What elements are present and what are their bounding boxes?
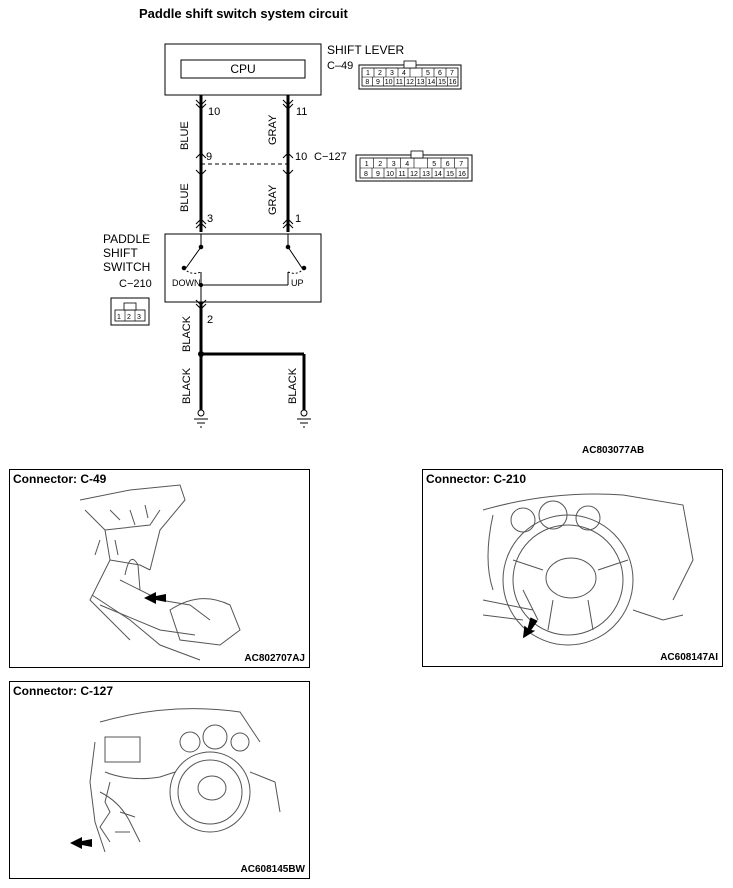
connector-pin-number: 3 xyxy=(392,161,396,168)
pin-2: 2 xyxy=(207,314,213,326)
connector-pin-number: 3 xyxy=(390,70,394,77)
connector-pin-number: 1 xyxy=(366,70,370,77)
c49-location-drawing xyxy=(79,484,241,661)
up-label: UP xyxy=(291,278,304,288)
pin-3: 3 xyxy=(207,213,213,225)
connector-pin-number: 16 xyxy=(449,79,457,86)
connector-pin-number: 2 xyxy=(378,161,382,168)
c49-label: C–49 xyxy=(327,60,353,72)
shift-lever-box xyxy=(164,43,322,96)
connector-pin-number: 10 xyxy=(386,171,394,178)
connector-pin-number: 2 xyxy=(378,70,382,77)
connector-pin-number: 4 xyxy=(405,161,409,168)
connector-pin-number: 7 xyxy=(459,161,463,168)
connector-pin-number: 13 xyxy=(422,171,430,178)
connector-pin-number: 16 xyxy=(458,171,466,178)
connector-pin-number: 4 xyxy=(402,70,406,77)
connector-view-label: Connector: C-210 xyxy=(426,472,527,486)
svg-text:3: 3 xyxy=(137,314,141,321)
connector-pin-number: 8 xyxy=(364,171,368,178)
diagram-title: Paddle shift switch system circuit xyxy=(139,6,348,21)
paddle-label-3: SWITCH xyxy=(103,260,150,274)
paddle-switch-box xyxy=(164,233,322,303)
blue-label-bottom: BLUE xyxy=(179,183,191,212)
connector-pin-number: 6 xyxy=(446,161,450,168)
connector-pin-number: 15 xyxy=(438,79,446,86)
c210-label: C−210 xyxy=(119,278,152,290)
c210-connector-face: 1 2 3 xyxy=(110,297,150,326)
connector-view-code: AC608147AI xyxy=(660,652,718,663)
connector-pin-number: 13 xyxy=(417,79,425,86)
connector-pin-number: 14 xyxy=(434,171,442,178)
connector-pin-number: 11 xyxy=(398,171,405,178)
cpu-label: CPU xyxy=(230,62,255,76)
black-label-3: BLACK xyxy=(287,367,299,404)
ground-symbols xyxy=(194,409,311,428)
connector-pin-number: 10 xyxy=(385,79,393,86)
svg-text:1: 1 xyxy=(117,314,121,321)
black-label-1: BLACK xyxy=(181,315,193,352)
svg-text:2: 2 xyxy=(127,314,131,321)
connector-pin-number: 12 xyxy=(410,171,418,178)
pin-10-c127: 10 xyxy=(295,151,307,163)
pin-10: 10 xyxy=(208,106,220,118)
connector-pin-number: 5 xyxy=(432,161,436,168)
c127-location-drawing xyxy=(70,708,281,853)
diagram-reference-code: AC803077AB xyxy=(582,445,645,456)
pin-1: 1 xyxy=(295,213,301,225)
pin-11: 11 xyxy=(296,106,307,118)
connector-pin-number: 15 xyxy=(446,171,454,178)
connector-pin-number: 11 xyxy=(396,79,403,86)
c210-location-drawing xyxy=(482,493,694,646)
pin-9: 9 xyxy=(206,151,212,163)
gray-label-bottom: GRAY xyxy=(267,184,279,215)
connector-view-label: Connector: C-49 xyxy=(13,472,107,486)
cpu-box xyxy=(180,59,306,79)
gray-label-top: GRAY xyxy=(267,114,279,145)
connector-pin-number: 9 xyxy=(376,79,380,86)
connector-pin-number: 14 xyxy=(427,79,435,86)
connector-view-c49: Connector: C-49 AC802707AJ xyxy=(9,469,310,668)
connector-pin-number: 6 xyxy=(438,70,442,77)
connector-view-label: Connector: C-127 xyxy=(13,684,114,698)
down-label: DOWN xyxy=(172,278,201,288)
switch-internals xyxy=(181,234,307,302)
connector-pin-number: 1 xyxy=(365,161,369,168)
connector-pin-number: 5 xyxy=(426,70,430,77)
paddle-label-2: SHIFT xyxy=(103,246,138,260)
connector-pin-number: 9 xyxy=(376,171,380,178)
connector-view-code: AC608145BW xyxy=(240,864,305,875)
connector-view-c127: Connector: C-127 AC608145BW xyxy=(9,681,310,879)
black-label-2: BLACK xyxy=(181,367,193,404)
paddle-label-1: PADDLE xyxy=(103,232,150,246)
blue-label-top: BLUE xyxy=(179,121,191,150)
shift-lever-label: SHIFT LEVER xyxy=(327,43,404,57)
connector-view-c210: Connector: C-210 AC608147AI xyxy=(422,469,723,667)
connector-pin-number: 7 xyxy=(450,70,454,77)
c127-label: C−127 xyxy=(314,151,347,163)
connector-pin-number: 12 xyxy=(406,79,414,86)
connector-view-code: AC802707AJ xyxy=(244,653,305,664)
connector-pin-number: 8 xyxy=(365,79,369,86)
